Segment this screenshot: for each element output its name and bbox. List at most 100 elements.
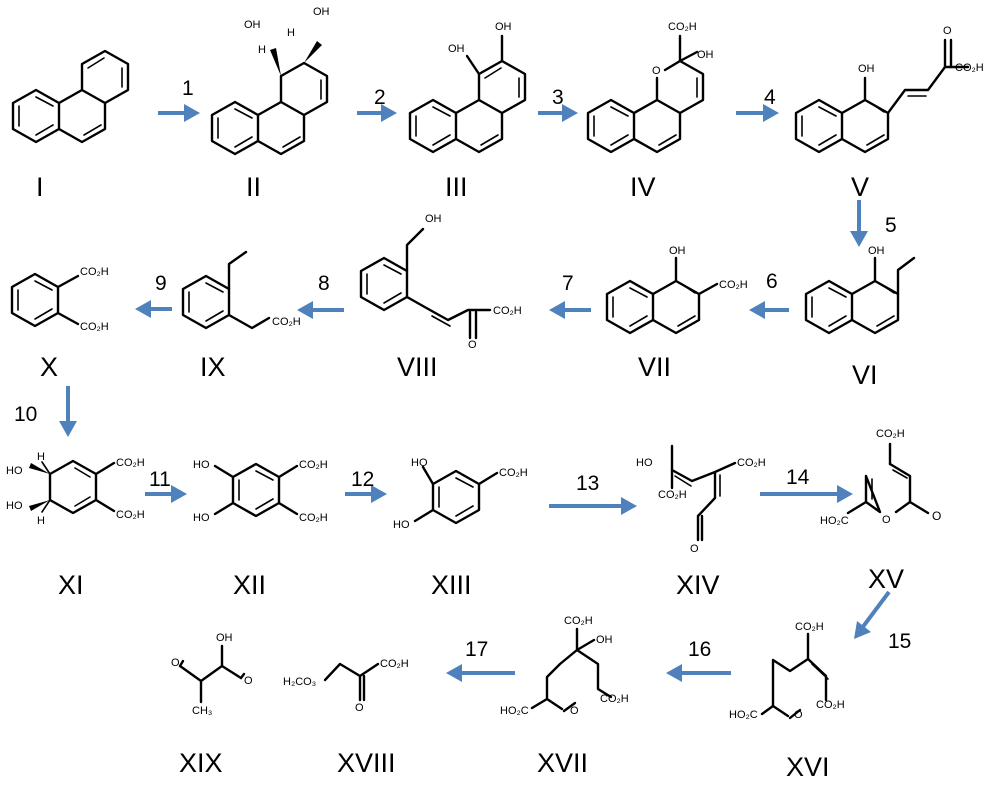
atom-h: H	[258, 44, 266, 56]
atom-oh: OH	[858, 63, 875, 75]
atom-co2h: CO₂H	[668, 21, 697, 33]
atom-co2h: CO₂H	[116, 457, 145, 469]
step-label-16: 16	[688, 638, 711, 661]
atom-ho: HO	[636, 457, 653, 469]
atom-o: O	[355, 702, 364, 714]
step-label-2: 2	[374, 86, 386, 109]
compound-XVIII-structure	[323, 662, 380, 702]
atom-co2h: CO₂H	[299, 459, 328, 471]
atom-h: H	[287, 27, 295, 39]
atom-oh: OH	[244, 19, 261, 31]
atom-o: O	[652, 65, 661, 77]
atom-ho2c: HO₂C	[820, 515, 849, 527]
arrow-step-1	[158, 104, 200, 122]
atom-co2h: CO₂H	[299, 512, 328, 524]
compound-IX-structure	[181, 250, 271, 330]
arrow-step-4	[736, 104, 779, 122]
arrow-step-5	[850, 200, 868, 247]
arrow-step-2	[357, 104, 397, 122]
atom-o: O	[690, 543, 699, 555]
atom-co2h: CO₂H	[499, 467, 528, 479]
arrow-step-9	[135, 300, 172, 318]
compound-X-structure	[10, 272, 80, 328]
step-label-3: 3	[552, 86, 564, 109]
step-label-14: 14	[786, 466, 810, 489]
compound-label-VIII: VIII	[397, 352, 438, 382]
atom-co2h: CO₂H	[272, 316, 301, 328]
atom-ho: HO	[411, 457, 428, 469]
atom-ho2c: HO₂C	[729, 709, 758, 721]
atom-o: O	[468, 339, 477, 351]
atom-ho: HO	[6, 500, 23, 512]
atom-co2h: CO₂H	[816, 699, 845, 711]
atom-ho: HO	[193, 459, 210, 471]
arrow-step-16	[666, 664, 731, 682]
compound-label-XV: XV	[868, 564, 904, 594]
atom-h: H	[37, 515, 45, 527]
compound-XII-structure	[213, 462, 299, 518]
atom-oh: OH	[216, 632, 233, 644]
compound-IV-structure	[586, 34, 705, 154]
compound-label-II: II	[246, 172, 261, 202]
atom-oh: OH	[868, 245, 885, 257]
step-label-4: 4	[764, 86, 776, 109]
atom-co2h: CO₂H	[719, 279, 748, 291]
atom-oh: OH	[448, 43, 465, 55]
atom-o: O	[943, 25, 952, 37]
arrow-step-10	[59, 386, 77, 437]
compound-label-IX: IX	[200, 352, 226, 382]
atom-o: O	[882, 514, 891, 526]
compound-label-VI: VI	[852, 360, 878, 390]
atom-h2co3: H₂CO₃	[283, 676, 316, 688]
atom-co2h: CO₂H	[564, 615, 593, 627]
atom-oh: OH	[495, 21, 512, 33]
compound-label-XIII: XIII	[431, 570, 472, 600]
step-label-1: 1	[182, 77, 194, 100]
compound-VIII-structure	[359, 227, 492, 340]
atom-oh: OH	[596, 634, 613, 646]
atom-ho: HO	[193, 512, 210, 524]
compound-XIV-structure	[670, 444, 737, 542]
step-label-15: 15	[888, 630, 911, 653]
arrow-step-7	[549, 301, 591, 319]
compound-label-IV: IV	[630, 172, 656, 202]
atom-oh: OH	[425, 213, 442, 225]
compound-label-XI: XI	[58, 570, 84, 600]
compound-label-III: III	[445, 172, 468, 202]
atom-ch3: CH₃	[192, 705, 212, 717]
compound-label-XVII: XVII	[537, 748, 588, 778]
compound-II-structure	[210, 41, 329, 156]
step-label-5: 5	[885, 214, 897, 237]
atom-co2h: CO₂H	[876, 428, 905, 440]
compound-label-XII: XII	[233, 570, 266, 600]
compound-XVI-structure	[760, 632, 829, 720]
compound-label-VII: VII	[638, 352, 671, 382]
atom-co2h: CO₂H	[955, 62, 984, 74]
atom-co2h: CO₂H	[600, 693, 629, 705]
atom-ho: HO	[393, 519, 410, 531]
compound-label-XIX: XIX	[179, 748, 223, 778]
step-label-11: 11	[149, 468, 171, 491]
step-label-9: 9	[155, 272, 167, 295]
atom-o: O	[570, 705, 579, 717]
compound-I-structure	[11, 49, 130, 144]
step-label-17: 17	[465, 638, 488, 661]
atom-o: O	[244, 675, 253, 687]
atom-oh: OH	[669, 245, 686, 257]
compound-XVII-structure	[530, 627, 613, 713]
atom-co2h: CO₂H	[795, 621, 824, 633]
arrow-step-11	[145, 485, 187, 503]
arrow-step-12	[345, 485, 387, 503]
step-label-8: 8	[318, 272, 330, 295]
compound-XIII-structure	[413, 465, 499, 525]
compound-XV-structure	[846, 442, 930, 515]
atom-o: O	[794, 709, 803, 721]
atom-ho: HO	[6, 465, 23, 477]
atom-co2h: CO₂H	[80, 321, 109, 333]
atom-oh: OH	[697, 49, 714, 61]
atom-co2h: CO₂H	[737, 457, 766, 469]
atom-co2h: CO₂H	[80, 266, 109, 278]
arrow-step-3	[538, 104, 578, 122]
arrow-step-17	[446, 664, 515, 682]
compound-VI-structure	[804, 256, 916, 335]
